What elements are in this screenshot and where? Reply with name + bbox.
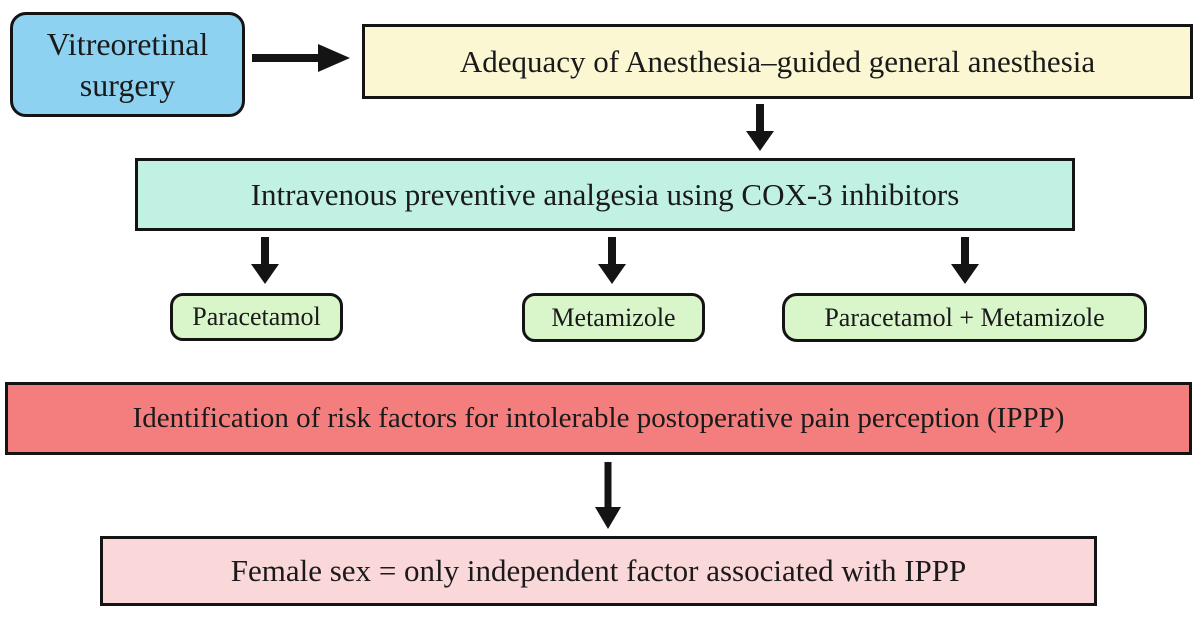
node-label: Vitreoretinal surgery xyxy=(46,25,209,103)
arrow-down-icon xyxy=(746,104,774,151)
node-label: Identification of risk factors for intol… xyxy=(132,402,1065,434)
node-label: Adequacy of Anesthesia–guided general an… xyxy=(459,43,1096,79)
node-label: Paracetamol + Metamizole xyxy=(824,302,1105,332)
node-metamizole: Metamizole xyxy=(522,293,705,342)
arrow-down-icon xyxy=(251,237,279,284)
node-label: Metamizole xyxy=(551,302,676,332)
node-ippp-risk-factors: Identification of risk factors for intol… xyxy=(5,382,1192,455)
node-label: Paracetamol xyxy=(192,302,321,331)
node-female-sex-ippp: Female sex = only independent factor ass… xyxy=(100,536,1097,606)
node-label: Intravenous preventive analgesia using C… xyxy=(250,176,960,212)
node-paracetamol-plus-metamizole: Paracetamol + Metamizole xyxy=(782,293,1147,342)
arrow-down-icon xyxy=(951,237,979,284)
arrow-down-icon xyxy=(598,237,626,284)
arrow-right-icon xyxy=(252,44,350,72)
node-paracetamol: Paracetamol xyxy=(170,293,343,341)
node-iv-preventive-analgesia: Intravenous preventive analgesia using C… xyxy=(135,158,1075,231)
node-aoa-guided-general-anesthesia: Adequacy of Anesthesia–guided general an… xyxy=(362,24,1193,99)
node-vitreoretinal-surgery: Vitreoretinal surgery xyxy=(10,12,245,117)
arrow-down-icon xyxy=(595,462,621,529)
node-label: Female sex = only independent factor ass… xyxy=(230,553,967,588)
